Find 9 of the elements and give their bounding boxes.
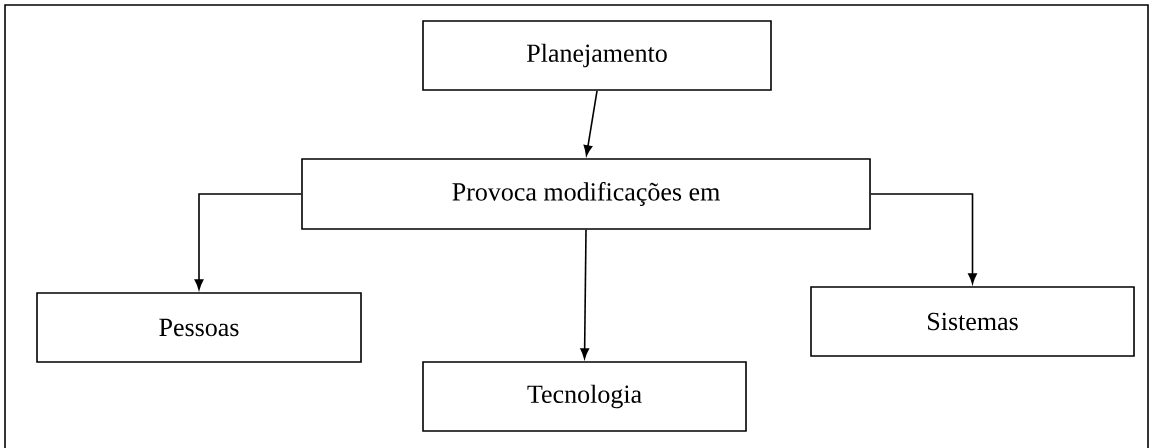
- text-box: Tecnologia: [422, 361, 747, 432]
- arrow: [580, 229, 590, 359]
- text-box: Pessoas: [36, 292, 362, 363]
- arrow: [194, 193, 302, 290]
- text-box: Planejamento: [422, 20, 772, 91]
- text-box: Sistemas: [810, 286, 1135, 357]
- arrow: [583, 90, 598, 156]
- text-box: Provoca modificações em: [301, 158, 871, 230]
- arrow: [870, 193, 977, 284]
